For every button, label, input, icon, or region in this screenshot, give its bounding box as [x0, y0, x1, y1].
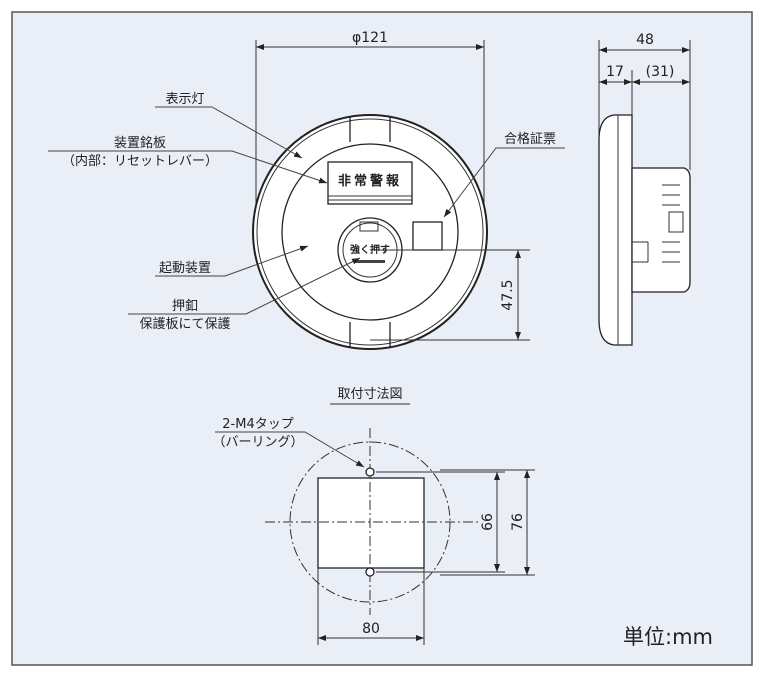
label-indicator-lamp: 表示灯 — [165, 92, 204, 107]
front-view: φ121 非常警報 強く押す 47.5 表示灯 装置銘板 （内部：リセットレバー… — [48, 30, 565, 350]
tap-label: 2-M4タップ — [222, 417, 293, 432]
label-nameplate: 装置銘板 — [114, 136, 166, 151]
label-trigger-device: 起動装置 — [159, 261, 211, 276]
label-push-button: 押釦 — [172, 298, 198, 314]
side-view: 48 17 (31) — [598, 32, 691, 346]
label-nameplate-note: （内部：リセットレバー） — [62, 153, 218, 169]
tap-hole-top — [365, 467, 375, 477]
nameplate — [327, 161, 413, 205]
plate-text: 非常警報 — [338, 173, 402, 189]
diameter-dimension: φ121 — [352, 30, 388, 46]
label-push-button-note: 保護板にて保護 — [139, 316, 230, 332]
front-depth-dimension: 17 — [606, 64, 624, 80]
height-dimension: 47.5 — [500, 279, 516, 310]
rear-depth-dimension: (31) — [646, 64, 675, 80]
unit-label: 単位:mm — [623, 625, 713, 649]
side-cover — [598, 114, 633, 346]
height-76-dimension: 76 — [510, 513, 526, 531]
label-certification: 合格証票 — [504, 131, 556, 147]
total-depth-dimension: 48 — [636, 32, 654, 48]
width-dimension: 80 — [362, 621, 380, 637]
certification-label — [412, 221, 443, 251]
pitch-dimension: 66 — [480, 513, 496, 531]
tap-note: （バーリング） — [212, 435, 303, 450]
side-body — [631, 167, 691, 293]
mounting-diagram: 取付寸法図 2-M4タップ （バーリング） 66 76 80 — [212, 387, 535, 645]
tap-hole-bottom — [365, 567, 375, 577]
mounting-title: 取付寸法図 — [337, 387, 402, 402]
button-text: 強く押す — [350, 243, 390, 256]
